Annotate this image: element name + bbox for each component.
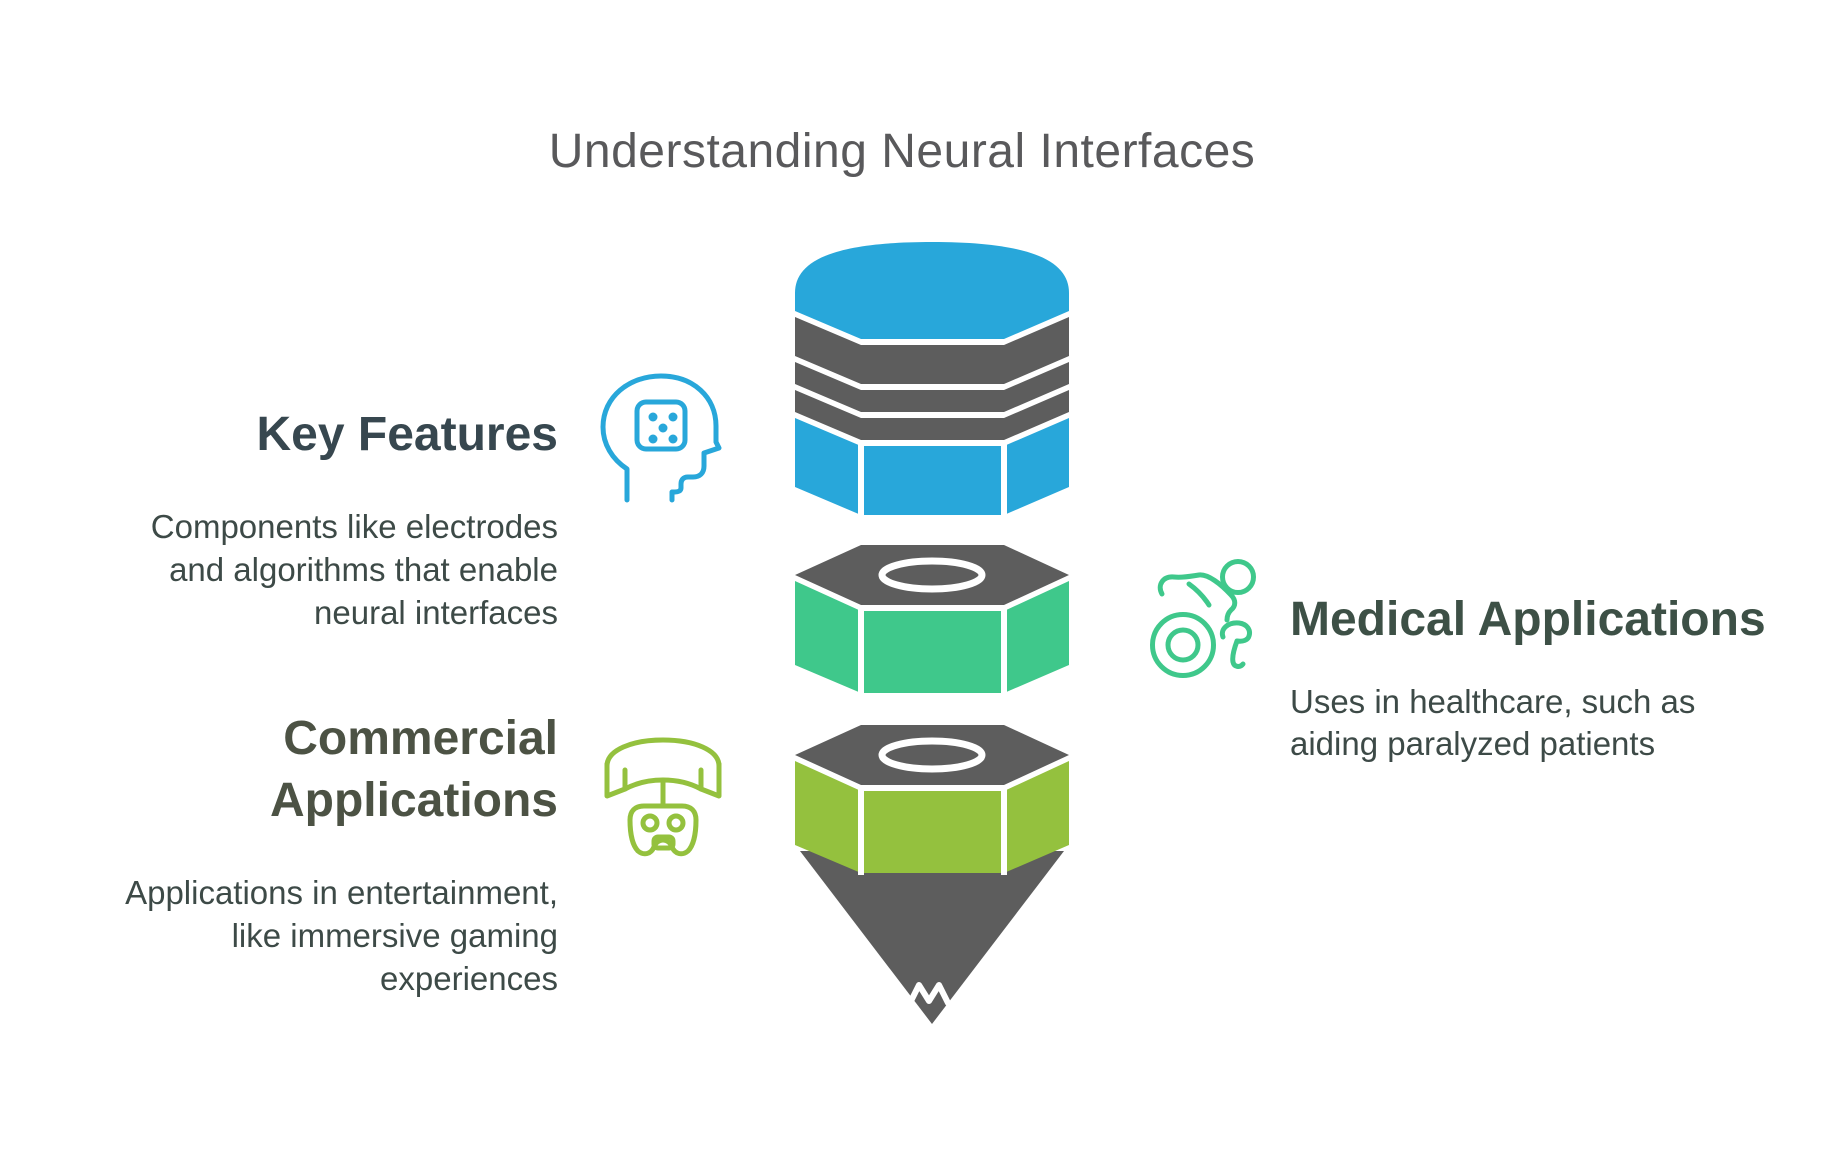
athlete-leg	[1219, 620, 1252, 669]
athlete-head	[1220, 559, 1256, 595]
pencil-middle-segment	[795, 545, 1069, 695]
chip-dot	[648, 434, 658, 444]
tip-break-zigzag	[907, 982, 951, 1006]
commercial-applications-heading: Commercial Applications	[270, 708, 558, 832]
ferrule-band-3	[795, 390, 1069, 440]
gamepad-dpad	[651, 834, 676, 851]
middle-top-ring	[878, 557, 986, 593]
chip-dot	[668, 412, 678, 422]
pencil-top-segment	[795, 242, 1069, 517]
ferrule-band-1	[795, 317, 1069, 384]
key-features-description: Components like electrodes and algorithm…	[151, 505, 558, 634]
middle-top-face	[795, 545, 1069, 605]
vr-band-top-arc	[604, 737, 722, 769]
athlete-torso	[1157, 572, 1238, 623]
vr-headset-gamepad-icon	[604, 737, 722, 857]
medical-applications-heading: Medical Applications	[1290, 593, 1766, 646]
description-line: and algorithms that enable	[169, 551, 558, 588]
chip-dot	[668, 434, 678, 444]
page-title: Understanding Neural Interfaces	[548, 125, 1256, 178]
gamepad-body	[627, 803, 699, 857]
head-with-chip-icon	[600, 373, 722, 503]
ferrule-band-2	[795, 362, 1069, 412]
gamepad-button-left	[640, 813, 660, 833]
chip-dot	[648, 412, 658, 422]
bottom-top-face	[795, 725, 1069, 785]
wheel-inner	[1165, 627, 1201, 663]
heading-line: Applications	[269, 774, 558, 827]
description-line: like immersive gaming	[231, 917, 558, 954]
wheel-outer	[1150, 612, 1216, 678]
wheelchair-athlete-icon	[1150, 559, 1256, 678]
eraser-cap	[795, 242, 1069, 339]
chip-dot	[658, 423, 668, 433]
heading-line: Commercial	[283, 712, 558, 765]
vr-band-right-flap	[698, 761, 722, 799]
description-line: aiding paralyzed patients	[1290, 725, 1656, 762]
description-line: neural interfaces	[314, 594, 558, 631]
gamepad-button-right	[666, 813, 686, 833]
sharpened-tip-cone	[800, 851, 1064, 1024]
head-profile-outline	[600, 373, 722, 503]
description-line: experiences	[380, 960, 558, 997]
description-line: Applications in entertainment,	[125, 874, 558, 911]
pencil-bottom-segment	[795, 725, 1069, 1024]
neural-chip	[634, 399, 688, 452]
athlete-arm	[1186, 581, 1212, 608]
medical-applications-description: Uses in healthcare, such as aiding paral…	[1290, 681, 1695, 765]
description-line: Components like electrodes	[150, 508, 558, 545]
vr-band-left-flap	[604, 761, 628, 799]
commercial-applications-description: Applications in entertainment, like imme…	[125, 871, 558, 1000]
key-features-heading: Key Features	[256, 408, 558, 461]
bottom-top-ring	[878, 737, 986, 773]
description-line: Uses in healthcare, such as	[1290, 683, 1696, 720]
